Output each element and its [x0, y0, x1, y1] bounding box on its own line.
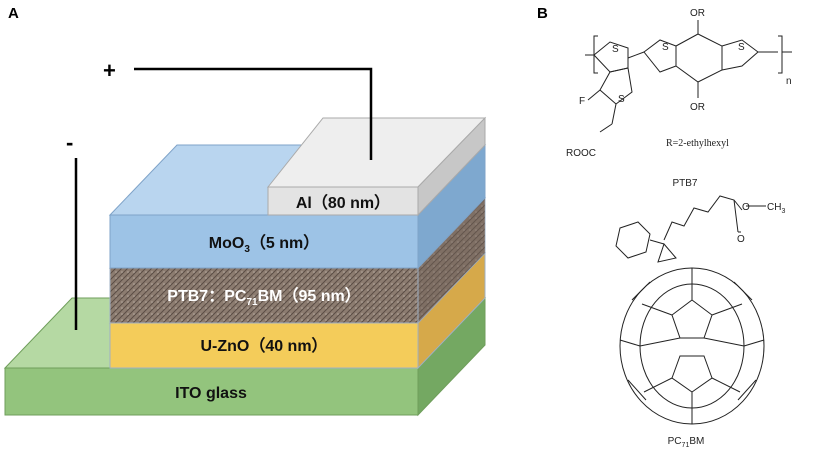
ptb7-or-bottom: OR: [690, 102, 705, 113]
moo3-label: MoO3（5 nm）: [209, 234, 319, 255]
al-label: Al（80 nm）: [296, 194, 390, 212]
panel-b-label: B: [537, 5, 548, 22]
ptb7-f-atom: F: [579, 96, 585, 107]
device-stack: ITO glass U-ZnO（40 nm） PTB7：PC71BM（95 nm…: [3, 58, 487, 417]
pcbm-structure: [615, 195, 766, 425]
ptb7-or-top: OR: [690, 8, 705, 19]
active-label: PTB7：PC71BM（95 nm）: [167, 287, 360, 308]
ptb7-atom-labels: S S S S F OR OR ROOC n R=2-ethylhexyl PT…: [566, 8, 792, 189]
pcbm-atom-labels: O O CH3 PC71BM: [668, 202, 786, 449]
zno-label: U-ZnO（40 nm）: [200, 337, 327, 355]
pcbm-name: PC71BM: [668, 436, 705, 449]
ptb7-s-atom: S: [738, 42, 745, 53]
pcbm-o-atom: O: [742, 202, 750, 213]
panel-a-label: A: [8, 5, 19, 22]
ptb7-rooc: ROOC: [566, 148, 596, 159]
ptb7-s-atom: S: [612, 44, 619, 55]
al-layer: Al（80 nm）: [266, 116, 487, 217]
plus-terminal: +: [103, 58, 116, 83]
ito-label: ITO glass: [175, 385, 247, 402]
pcbm-ch3: CH3: [767, 202, 785, 215]
ptb7-s-atom: S: [618, 94, 625, 105]
ptb7-name: PTB7: [672, 178, 697, 189]
ptb7-repeat-n: n: [786, 76, 792, 87]
ptb7-s-atom: S: [662, 42, 669, 53]
minus-terminal: -: [66, 130, 73, 155]
circuit-wires: [74, 67, 373, 330]
ptb7-r-definition: R=2-ethylhexyl: [666, 138, 729, 149]
pcbm-o-atom: O: [737, 234, 745, 245]
ptb7-structure: [585, 20, 792, 133]
